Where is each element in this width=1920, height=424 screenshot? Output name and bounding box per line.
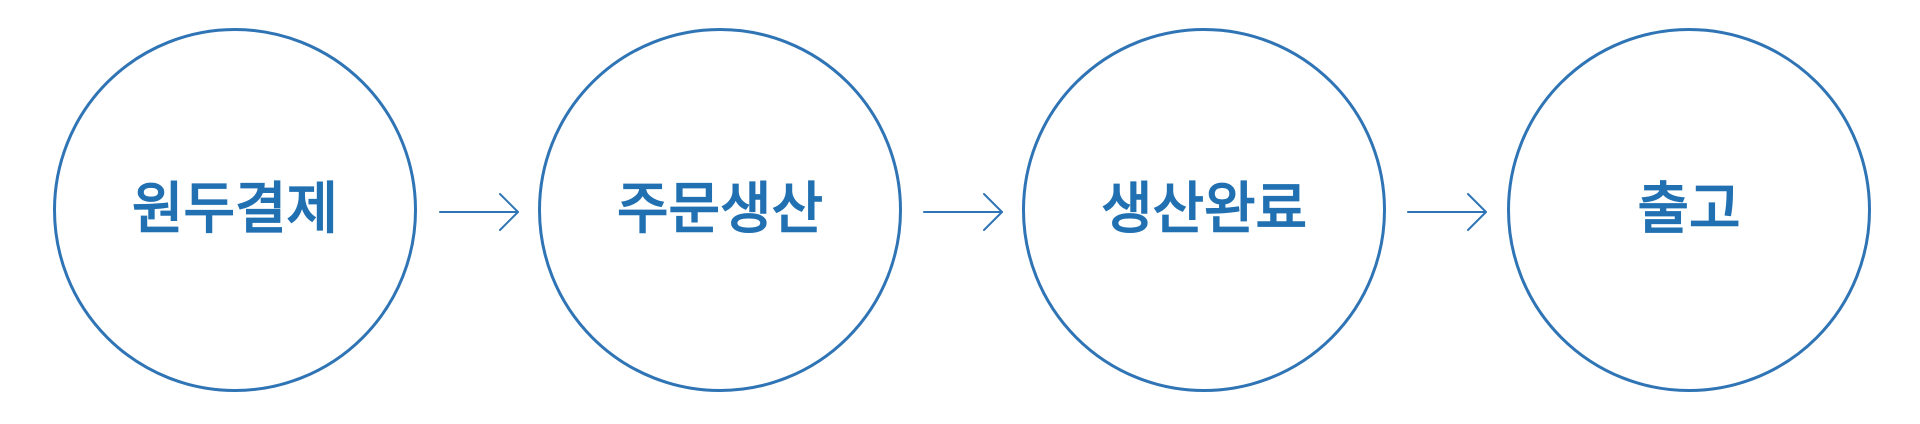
right-arrow-icon — [923, 193, 1003, 231]
step-bean-payment: 원두결제 — [53, 28, 417, 392]
step-label: 원두결제 — [131, 177, 339, 242]
right-arrow-icon — [1407, 193, 1487, 231]
right-arrow-icon — [439, 193, 519, 231]
step-shipment: 출고 — [1507, 28, 1871, 392]
step-label: 출고 — [1637, 177, 1741, 242]
step-order-production: 주문생산 — [538, 28, 902, 392]
step-label: 주문생산 — [616, 177, 824, 242]
step-label: 생산완료 — [1100, 177, 1308, 242]
step-production-complete: 생산완료 — [1022, 28, 1386, 392]
